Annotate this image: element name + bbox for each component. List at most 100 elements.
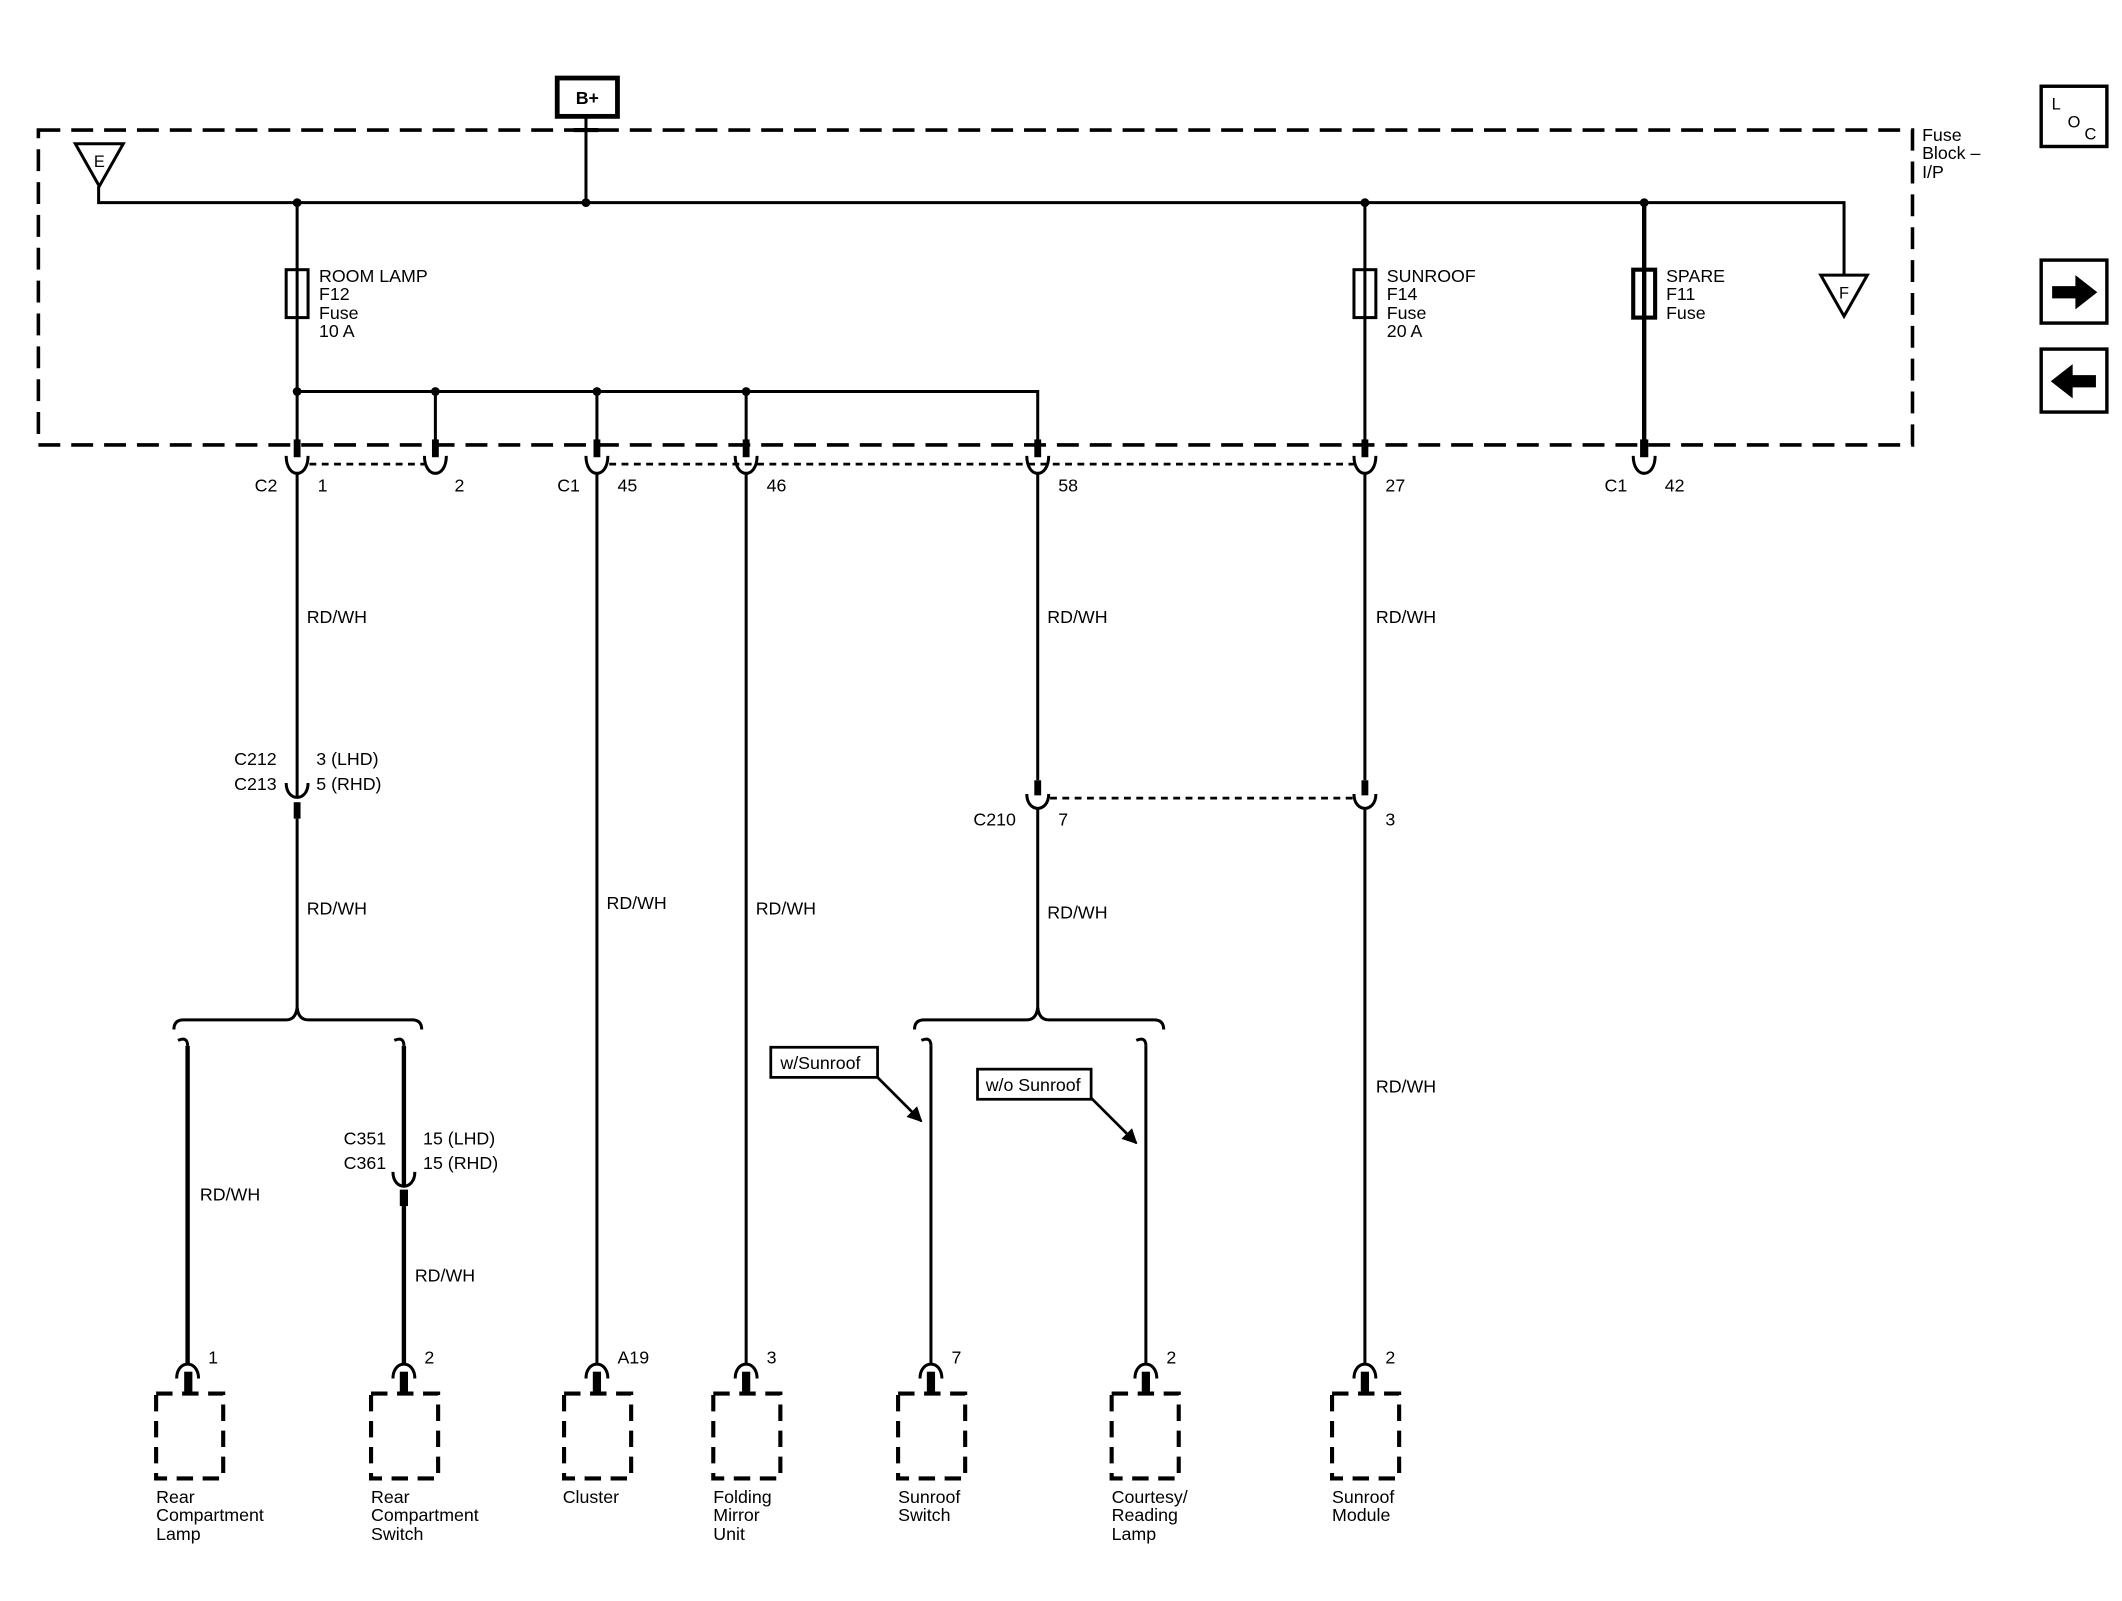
component-pin: 2	[424, 1347, 434, 1367]
connector-name: C2	[255, 475, 278, 495]
component-name-line: Cluster	[563, 1487, 619, 1507]
branch-sunroof-switch	[920, 1037, 933, 1365]
fuse-block-label: Fuse Block – I/P	[1922, 125, 1980, 182]
connector-name: C1	[557, 475, 580, 495]
connector-name: C212	[234, 749, 277, 769]
fuse-block-label-line: Fuse	[1922, 125, 1962, 145]
component-name-line: Courtesy/	[1112, 1487, 1188, 1507]
component-cluster: A19 Cluster	[562, 1347, 649, 1507]
fuse-type: Fuse	[1387, 303, 1427, 323]
loc-letter: C	[2085, 126, 2097, 144]
loc-letter: L	[2052, 96, 2061, 114]
fuse-block-label-line: Block –	[1922, 143, 1980, 163]
component-name-line: Module	[1332, 1505, 1390, 1525]
next-page-button[interactable]	[2039, 258, 2109, 325]
battery-positive-source: B+	[554, 75, 620, 203]
component-pin: 2	[1385, 1347, 1395, 1367]
connector-pin: 1	[318, 475, 328, 495]
power-source-label: B+	[576, 88, 599, 108]
connector-name: C213	[234, 774, 277, 794]
component-courtesy-reading-lamp: 2 Courtesy/ Reading Lamp	[1109, 1347, 1188, 1544]
branch-rear-compartment-switch: C351 C361 15 (LHD) 15 (RHD) RD/WH	[344, 1037, 498, 1365]
fuse-type: Fuse	[1666, 303, 1706, 323]
connector-pin: 15 (RHD)	[423, 1153, 498, 1173]
fuse-rating: 20 A	[1387, 321, 1423, 341]
connector-pin: 15 (LHD)	[423, 1128, 495, 1148]
component-name-line: Switch	[898, 1505, 950, 1525]
connector-pin: 2	[455, 475, 465, 495]
component-name-line: Sunroof	[1332, 1487, 1394, 1507]
option-label: w/o Sunroof	[985, 1075, 1081, 1095]
room-lamp-distribution	[297, 390, 1040, 441]
circuit-cluster: RD/WH	[595, 473, 667, 1365]
connector-name: C1	[1604, 475, 1627, 495]
connector-pin: 3	[1385, 809, 1395, 829]
component-pin: A19	[617, 1347, 649, 1367]
branch-courtesy-lamp	[1135, 1037, 1148, 1365]
component-rear-compartment-lamp: 1 Rear Compartment Lamp	[154, 1347, 264, 1544]
option-with-sunroof: w/Sunroof	[769, 1045, 923, 1123]
component-name-line: Unit	[713, 1524, 745, 1544]
component-name-line: Switch	[371, 1524, 423, 1544]
component-folding-mirror-unit: 3 Folding Mirror Unit	[711, 1347, 783, 1544]
wire-color-label: RD/WH	[200, 1185, 260, 1205]
component-rear-compartment-switch: 2 Rear Compartment Switch	[368, 1347, 479, 1544]
wire-color-label: RD/WH	[607, 893, 667, 913]
wire-color-label: RD/WH	[1376, 1076, 1436, 1096]
fuse-id: F12	[319, 284, 350, 304]
component-name-line: Rear	[156, 1487, 195, 1507]
fuse-type: Fuse	[319, 303, 359, 323]
wire-color-label: RD/WH	[1047, 607, 1107, 627]
component-name-line: Compartment	[156, 1505, 264, 1525]
loc-letter: O	[2068, 113, 2081, 131]
option-without-sunroof: w/o Sunroof	[976, 1067, 1138, 1145]
arrow-left-icon	[2050, 364, 2096, 399]
connector-name: C351	[344, 1128, 387, 1148]
circuit-rear-compartment: C212 C213 3 (LHD) 5 (RHD) RD/WH RD/WH	[172, 473, 424, 1030]
component-name-line: Rear	[371, 1487, 410, 1507]
loc-icon[interactable]: L O C	[2039, 84, 2109, 149]
previous-page-button[interactable]	[2039, 347, 2109, 414]
fuse-spare: SPARE F11 Fuse	[1631, 202, 1725, 441]
component-name-line: Compartment	[371, 1505, 479, 1525]
component-name-line: Mirror	[713, 1505, 759, 1525]
bus-bar	[97, 186, 1846, 276]
component-sunroof-switch: 7 Sunroof Switch	[896, 1347, 968, 1525]
wire-color-label: RD/WH	[307, 607, 367, 627]
connector-pin: 42	[1665, 475, 1685, 495]
connector-pin: 45	[617, 475, 637, 495]
component-pin: 1	[208, 1347, 218, 1367]
fuse-room-lamp: ROOM LAMP F12 Fuse 10 A	[284, 202, 428, 441]
connector-name: C361	[344, 1153, 387, 1173]
bus-ref-f-label: F	[1839, 284, 1849, 302]
connector-name: C210	[973, 809, 1016, 829]
component-name-line: Reading	[1112, 1505, 1178, 1525]
fuse-block-outline	[36, 128, 1915, 447]
fuse-block-connectors	[284, 439, 1657, 475]
component-pin: 3	[767, 1347, 777, 1367]
component-name-line: Lamp	[156, 1524, 201, 1544]
circuit-sunroof-module: 3 RD/WH RD/WH	[1352, 473, 1436, 1365]
component-name-line: Lamp	[1112, 1524, 1157, 1544]
fuse-id: F14	[1387, 284, 1418, 304]
fuse-name: SUNROOF	[1387, 266, 1476, 286]
bus-ref-e: E	[72, 142, 126, 190]
component-name-line: Folding	[713, 1487, 771, 1507]
connector-pin: 27	[1385, 475, 1405, 495]
fuse-block-label-line: I/P	[1922, 162, 1944, 182]
splice-dots	[292, 198, 1649, 396]
wire-color-label: RD/WH	[756, 898, 816, 918]
wire-color-label: RD/WH	[1376, 607, 1436, 627]
connector-labels-row: C2 1 2 C1 45 46 58 27 C1 42	[255, 475, 1685, 495]
circuit-folding-mirror: RD/WH	[744, 473, 816, 1365]
component-sunroof-module: 2 Sunroof Module	[1330, 1347, 1402, 1525]
fuse-name: SPARE	[1666, 266, 1725, 286]
connector-pin: 58	[1058, 475, 1078, 495]
fuse-sunroof: SUNROOF F14 Fuse 20 A	[1352, 202, 1476, 441]
component-pin: 2	[1166, 1347, 1176, 1367]
wire-color-label: RD/WH	[307, 898, 367, 918]
bus-ref-f: F	[1818, 273, 1870, 320]
connector-pin: 7	[1058, 809, 1068, 829]
wire-color-label: RD/WH	[1047, 903, 1107, 923]
